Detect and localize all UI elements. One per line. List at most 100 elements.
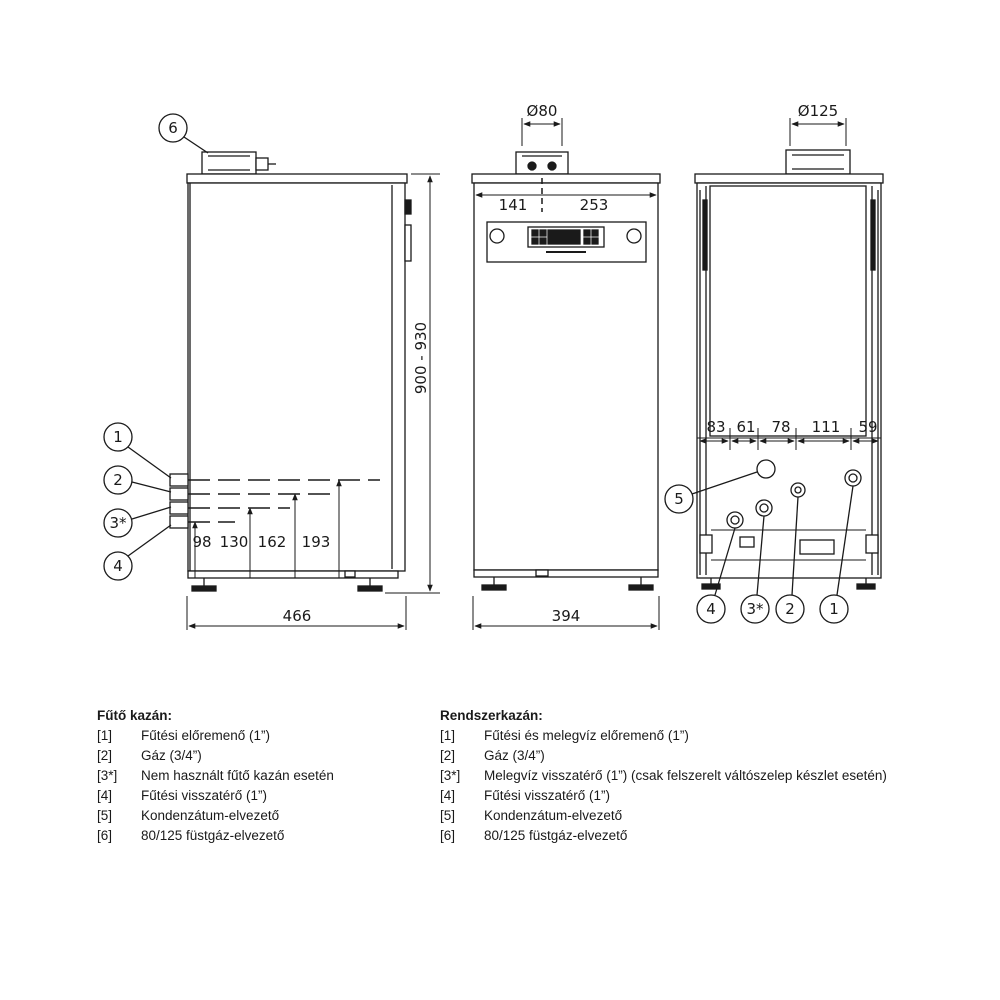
side-dim-130: 130 xyxy=(220,533,249,551)
legend-key: [1] xyxy=(440,728,456,743)
front-foot-left xyxy=(481,584,507,591)
side-view-labels: 6 1 2 3* 4 900 - 930 466 98 130 162 193 xyxy=(109,119,430,625)
legend-text: Kondenzátum-elvezető xyxy=(141,808,280,823)
side-pipe-3 xyxy=(169,501,189,515)
rear-connection-4 xyxy=(726,511,744,529)
rear-dim-61: 61 xyxy=(736,418,755,436)
side-foot-right xyxy=(357,585,383,592)
rear-callout-4 xyxy=(696,594,726,624)
side-callout-2 xyxy=(103,465,133,495)
rear-dim-83: 83 xyxy=(706,418,725,436)
legend-boiler: Fűtő kazán: [1] Fűtési előremenő (1”) [2]… xyxy=(97,706,427,846)
legend-text: Gáz (3/4”) xyxy=(141,748,202,763)
front-top-lid xyxy=(471,173,661,184)
legend-key: [4] xyxy=(440,788,456,803)
legend-text: Fűtési visszatérő (1”) xyxy=(484,788,611,803)
legend-key: [1] xyxy=(97,728,113,743)
legend-row: [5] Kondenzátum-elvezető xyxy=(440,806,980,826)
side-width-dim: 466 xyxy=(283,607,312,625)
legend-key: [2] xyxy=(97,748,113,763)
legend-key: [5] xyxy=(440,808,456,823)
legend-key: [2] xyxy=(440,748,456,763)
front-view-labels: Ø80 141 253 394 xyxy=(499,102,609,625)
legend-row: [5] Kondenzátum-elvezető xyxy=(97,806,427,826)
legend-key: [6] xyxy=(440,828,456,843)
legend-text: Gáz (3/4”) xyxy=(484,748,545,763)
legend-text: Kondenzátum-elvezető xyxy=(484,808,623,823)
legend-row: [2] Gáz (3/4”) xyxy=(440,746,980,766)
front-flue-dim: Ø80 xyxy=(527,102,558,120)
legend-row: [3*] Melegvíz visszatérő (1”) (csak felsz… xyxy=(440,766,980,786)
side-flue-collar xyxy=(201,151,257,175)
legend-row: [6] 80/125 füstgáz-elvezető xyxy=(440,826,980,846)
legend-text: Fűtési előremenő (1”) xyxy=(141,728,271,743)
side-callout-1 xyxy=(103,422,133,452)
legend-boiler-title: Fűtő kazán: xyxy=(97,708,173,723)
rear-callout-5-label: 5 xyxy=(674,490,684,508)
legend-text: 80/125 füstgáz-elvezető xyxy=(484,828,628,843)
legend-text: Nem használt fűtő kazán esetén xyxy=(141,768,334,783)
rear-back-panel xyxy=(709,185,867,437)
side-callout-4-label: 4 xyxy=(113,557,123,575)
legend-key: [5] xyxy=(97,808,113,823)
front-dim-253: 253 xyxy=(580,196,609,214)
front-flue-collar xyxy=(515,151,569,175)
legend-system-title: Rendszerkazán: xyxy=(440,708,543,723)
front-width-dim: 394 xyxy=(552,607,581,625)
rear-callout-3-label: 3* xyxy=(746,600,764,618)
side-pipe-1 xyxy=(169,473,189,487)
rear-callout-5 xyxy=(664,484,694,514)
rear-callout-2 xyxy=(775,594,805,624)
rear-view xyxy=(664,118,884,624)
legend-text: Fűtési és melegvíz előremenő (1”) xyxy=(484,728,689,743)
legend-row: [1] Fűtési és melegvíz előremenő (1”) xyxy=(440,726,980,746)
legend-row: [4] Fűtési visszatérő (1”) xyxy=(97,786,427,806)
side-dim-98: 98 xyxy=(192,533,211,551)
rear-connection-1 xyxy=(844,469,862,487)
side-callout-3-label: 3* xyxy=(109,514,127,532)
legend-text: Fűtési visszatérő (1”) xyxy=(141,788,268,803)
side-callout-4 xyxy=(103,551,133,581)
side-height-dim: 900 - 930 xyxy=(412,322,430,394)
legend-row: [2] Gáz (3/4”) xyxy=(97,746,427,766)
legend-text: Melegvíz visszatérő (1”) (csak felszerel… xyxy=(484,768,887,783)
legend-text: 80/125 füstgáz-elvezető xyxy=(141,828,285,843)
rear-flue-dim: Ø125 xyxy=(798,102,838,120)
side-dim-193: 193 xyxy=(302,533,331,551)
legend-row: [6] 80/125 füstgáz-elvezető xyxy=(97,826,427,846)
side-callout-3 xyxy=(103,508,133,538)
legend-key: [6] xyxy=(97,828,113,843)
front-foot-right xyxy=(628,584,654,591)
legend-row: [1] Fűtési előremenő (1”) xyxy=(97,726,427,746)
rear-dim-59: 59 xyxy=(858,418,877,436)
front-dim-141: 141 xyxy=(499,196,528,214)
rear-view-labels: Ø125 83 61 78 111 59 5 4 3* 2 1 xyxy=(674,102,877,618)
rear-dim-111: 111 xyxy=(812,418,841,436)
rear-foot-right xyxy=(856,583,876,590)
side-callout-6-label: 6 xyxy=(168,119,178,137)
side-callout-1-label: 1 xyxy=(113,428,123,446)
rear-callout-3 xyxy=(740,594,770,624)
rear-top-lid xyxy=(694,173,884,184)
side-foot-left xyxy=(191,585,217,592)
side-pipe-4 xyxy=(169,515,189,529)
legend-key: [4] xyxy=(97,788,113,803)
legend-key: [3*] xyxy=(440,768,461,783)
rear-connection-3 xyxy=(755,499,773,517)
side-view xyxy=(103,113,440,630)
rear-flue-collar xyxy=(785,149,851,175)
rear-callout-4-label: 4 xyxy=(706,600,716,618)
rear-connection-2 xyxy=(790,482,806,498)
rear-condensate-outlet xyxy=(756,459,776,479)
rear-callout-1 xyxy=(819,594,849,624)
technical-drawing: 6 1 2 3* 4 900 - 930 466 98 130 162 193 xyxy=(103,102,884,630)
legend-row: [3*] Nem használt fűtő kazán esetén xyxy=(97,766,427,786)
legend-key: [3*] xyxy=(97,768,118,783)
rear-dim-78: 78 xyxy=(771,418,790,436)
side-dim-162: 162 xyxy=(258,533,287,551)
legend-system: Rendszerkazán: [1] Fűtési és melegvíz elő… xyxy=(440,706,980,846)
rear-callout-2-label: 2 xyxy=(785,600,795,618)
rear-foot-left xyxy=(701,583,721,590)
side-callout-2-label: 2 xyxy=(113,471,123,489)
side-callout-6 xyxy=(158,113,188,143)
